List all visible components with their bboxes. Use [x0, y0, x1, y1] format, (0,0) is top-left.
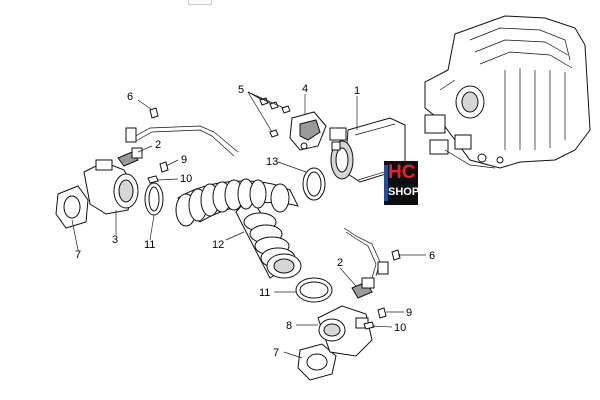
top-edge-tab: [188, 0, 212, 5]
callout-9-bottom: 9: [406, 307, 412, 319]
logo-side-stripe: [384, 165, 388, 201]
callout-2-bottom: 2: [337, 257, 343, 269]
injector-2-bottom: [351, 277, 375, 299]
callout-8: 8: [286, 320, 292, 332]
callout-11-bottom: 11: [259, 287, 270, 299]
callout-10-bottom: 10: [394, 322, 406, 334]
callout-7-left: 7: [75, 249, 81, 261]
callout-labels: 1 4 5 6 2 9 10 13 3 7 11 12 2 6 11 8 9 1…: [75, 83, 435, 359]
fuel-line-6-top: [125, 107, 239, 157]
hc-shop-watermark-logo: HC SHOP: [384, 161, 420, 205]
callout-11-left: 11: [144, 239, 155, 251]
gasket-7-left: [55, 185, 89, 229]
callout-12: 12: [212, 239, 224, 251]
callout-1: 1: [354, 85, 360, 97]
gasket-7-bottom: [297, 343, 337, 381]
hose-clamp-11-left: [144, 182, 164, 216]
fitting-10-bottom: [363, 321, 375, 330]
callout-4: 4: [302, 83, 308, 95]
hose-clamp-13: [302, 167, 326, 201]
callout-6-top: 6: [127, 91, 133, 103]
intake-manifold-8: [317, 305, 373, 357]
fuel-line-6-bottom: [343, 227, 401, 279]
callout-5: 5: [238, 84, 244, 96]
callout-7-bottom: 7: [273, 347, 279, 359]
intake-hose-12: [175, 178, 302, 279]
callout-6-bottom: 6: [429, 250, 435, 262]
engine-block: [424, 15, 591, 169]
logo-brand-bottom: SHOP: [388, 186, 420, 198]
injector-2-top: [117, 147, 143, 167]
fitting-10-top: [147, 175, 159, 184]
callout-9-top: 9: [181, 154, 187, 166]
logo-brand-top: HC: [388, 162, 416, 183]
hose-clamp-11-bottom: [295, 277, 333, 303]
fitting-9-top: [159, 161, 169, 173]
callout-3: 3: [112, 234, 118, 246]
intake-manifold-3: [83, 159, 139, 215]
callout-10-top: 10: [180, 173, 192, 185]
callout-13: 13: [266, 156, 278, 168]
leader-lines: [71, 91, 426, 359]
callout-2-top: 2: [155, 139, 161, 151]
throttle-position-sensor: [289, 111, 327, 151]
fitting-9-bottom: [377, 307, 387, 319]
